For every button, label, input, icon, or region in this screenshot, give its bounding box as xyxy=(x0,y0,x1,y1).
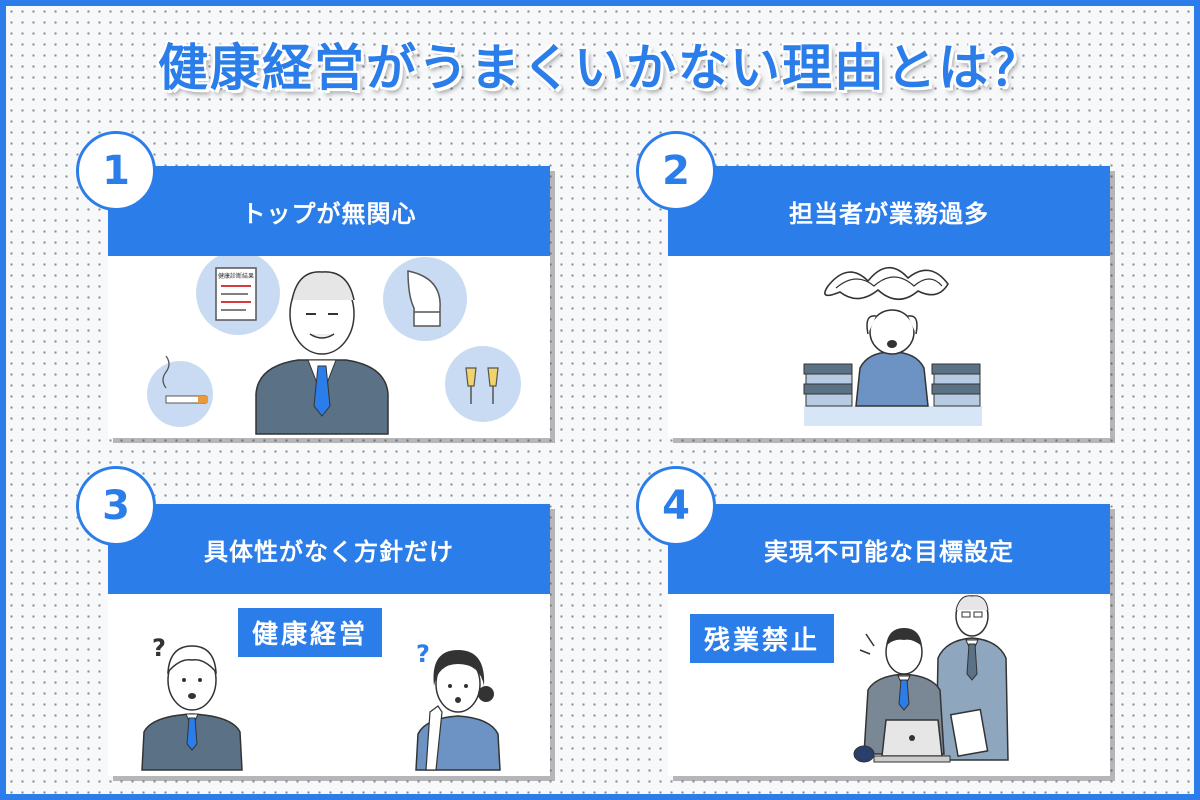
desk xyxy=(804,406,982,426)
confused-man: ? xyxy=(141,634,243,771)
card-4: 実現不可能な目標設定 xyxy=(668,504,1110,776)
question-mark-icon: ? xyxy=(416,640,430,668)
card-3-heading: 具体性がなく方針だけ xyxy=(108,504,550,594)
document-stack-right xyxy=(931,363,981,407)
card-2-illustration xyxy=(668,256,1110,438)
health-report-icon: 健康診断結果 xyxy=(196,256,280,335)
stress-scribble-icon xyxy=(824,266,949,301)
elderly-executive xyxy=(255,271,389,435)
card-2-heading: 担当者が業務過多 xyxy=(668,166,1110,256)
laptop-icon xyxy=(873,719,951,763)
health-report-label: 健康診断結果 xyxy=(218,272,254,280)
card-1-illustration: 健康診断結果 xyxy=(108,256,550,438)
stressed-worker xyxy=(855,309,929,407)
card-4-heading: 実現不可能な目標設定 xyxy=(668,504,1110,594)
paper-document xyxy=(949,708,989,757)
cigarette-icon xyxy=(147,355,213,427)
card-4-illustration: 残業禁止 xyxy=(668,594,1110,776)
card-3: 具体性がなく方針だけ ? ? xyxy=(108,504,550,776)
number-badge-2: 2 xyxy=(636,131,716,211)
belly-icon xyxy=(383,257,467,341)
document-stack-left xyxy=(803,363,853,407)
number-badge-4: 4 xyxy=(636,466,716,546)
number-badge-1: 1 xyxy=(76,131,156,211)
champagne-icon xyxy=(445,346,521,422)
sign-overtime-ban: 残業禁止 xyxy=(690,614,835,663)
main-title: 健康経営がうまくいかない理由とは？ xyxy=(157,38,1042,98)
card-1-heading: トップが無関心 xyxy=(108,166,550,256)
mouse xyxy=(853,745,875,763)
card-1: トップが無関心 健康診断結果 xyxy=(108,166,550,438)
card-3-illustration: ? ? xyxy=(108,594,550,776)
confused-woman: ? xyxy=(415,640,501,771)
sign-health-management: 健康経営 xyxy=(238,608,383,657)
question-mark-icon: ? xyxy=(152,634,166,662)
number-badge-3: 3 xyxy=(76,466,156,546)
card-2: 担当者が業務過多 xyxy=(668,166,1110,438)
